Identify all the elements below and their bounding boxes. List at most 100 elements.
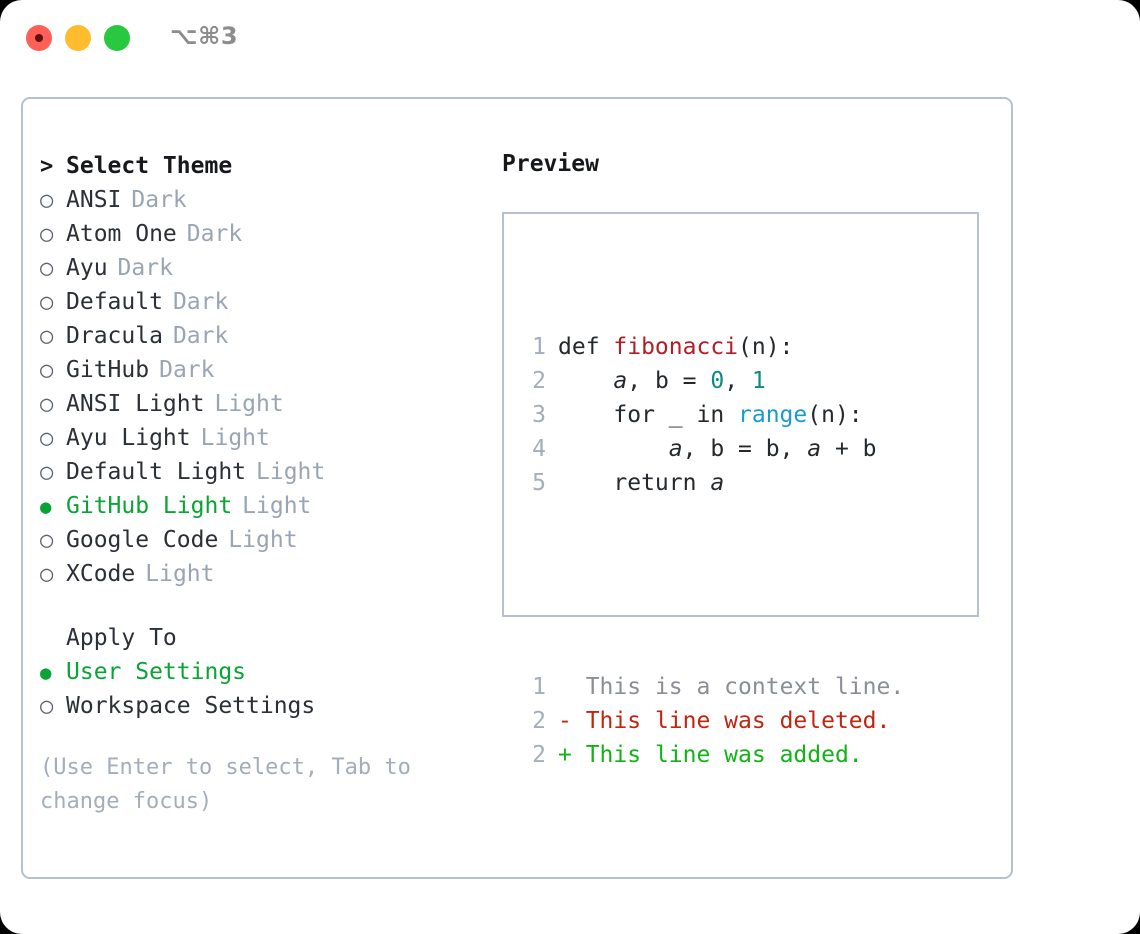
code-line-text: a, b = 0, 1 bbox=[558, 364, 766, 398]
apply-to-list: ● User Settings ○Workspace Settings bbox=[40, 655, 500, 723]
apply-to-option-user-settings[interactable]: ● User Settings bbox=[40, 655, 500, 689]
theme-option-label: ANSI Light bbox=[66, 391, 205, 417]
radio-unselected-icon: ○ bbox=[40, 222, 54, 247]
theme-option-tag: Light bbox=[145, 561, 215, 587]
theme-option-label: Atom One bbox=[66, 221, 177, 247]
preview-heading: Preview bbox=[502, 151, 599, 177]
code-blank-line bbox=[516, 568, 904, 602]
code-line: 5 return a bbox=[516, 466, 904, 500]
radio-unselected-icon: ○ bbox=[40, 460, 54, 485]
code-token-fn: fibonacci bbox=[613, 334, 739, 360]
diff-line-number: 2 bbox=[532, 742, 546, 768]
keyboard-hint-text: (Use Enter to select, Tab to change focu… bbox=[40, 755, 425, 814]
code-line-number: 3 bbox=[532, 402, 546, 428]
code-token-plain: , bbox=[724, 368, 752, 394]
section-spacer bbox=[40, 591, 500, 621]
theme-option-tag: Dark bbox=[172, 323, 229, 349]
code-line-text: a, b = b, a + b bbox=[558, 432, 877, 466]
code-line-number: 2 bbox=[532, 368, 546, 394]
code-line: 4 a, b = b, a + b bbox=[516, 432, 904, 466]
radio-unselected-icon: ○ bbox=[40, 694, 54, 719]
code-token-plain: for _ in bbox=[558, 402, 739, 428]
radio-unselected-icon: ○ bbox=[40, 528, 54, 553]
code-token-num: 1 bbox=[751, 368, 766, 394]
diff-line-deleted: 2- This line was deleted. bbox=[516, 704, 904, 738]
code-token-plain: (n): bbox=[807, 402, 863, 428]
radio-selected-icon: ● bbox=[40, 662, 52, 684]
code-line-number: 5 bbox=[532, 470, 546, 496]
diff-sign: - bbox=[558, 708, 572, 734]
code-line: 2 a, b = 0, 1 bbox=[516, 364, 904, 398]
diff-line-text: This line was deleted. bbox=[571, 708, 891, 734]
theme-option-tag: Dark bbox=[131, 187, 187, 213]
select-theme-heading: > Select Theme bbox=[40, 149, 500, 183]
theme-option-tag: Light bbox=[200, 425, 270, 451]
radio-unselected-icon: ○ bbox=[40, 562, 54, 587]
zoom-button[interactable] bbox=[104, 25, 130, 51]
theme-option-atom-one[interactable]: ○ Atom One Dark bbox=[40, 217, 500, 251]
radio-unselected-icon: ○ bbox=[40, 358, 54, 383]
code-token-plain: return bbox=[558, 470, 711, 496]
apply-to-option-workspace-settings[interactable]: ○Workspace Settings bbox=[40, 689, 500, 723]
code-token-num: 0 bbox=[710, 368, 725, 394]
apply-to-option-label: User Settings bbox=[66, 659, 247, 685]
diff-sign bbox=[558, 670, 572, 704]
theme-option-ansi[interactable]: ○ ANSI Dark bbox=[40, 183, 500, 217]
minimize-button[interactable] bbox=[65, 25, 91, 51]
select-theme-heading-label: Select Theme bbox=[66, 153, 233, 179]
close-button[interactable] bbox=[26, 25, 52, 51]
theme-option-label: GitHub Light bbox=[66, 493, 233, 519]
code-token-plain bbox=[558, 368, 613, 394]
window-controls bbox=[26, 25, 130, 51]
theme-option-label: Google Code bbox=[66, 527, 219, 553]
code-token-plain: = bbox=[668, 368, 711, 394]
radio-unselected-icon: ○ bbox=[40, 188, 54, 213]
theme-option-tag: Dark bbox=[117, 255, 173, 281]
code-token-var: a bbox=[613, 368, 628, 394]
theme-option-github-light[interactable]: ● GitHub Light Light bbox=[40, 489, 500, 523]
theme-option-label: Ayu bbox=[66, 255, 108, 281]
theme-option-tag: Dark bbox=[186, 221, 243, 247]
radio-selected-icon: ● bbox=[40, 496, 52, 518]
prompt-caret-icon: > bbox=[40, 154, 54, 179]
code-token-plain: , b = b, bbox=[682, 436, 808, 462]
title-bar: ⌥⌘3 bbox=[0, 0, 1140, 78]
keyboard-shortcut-label: ⌥⌘3 bbox=[170, 22, 239, 50]
code-token-var: a bbox=[668, 436, 683, 462]
code-line: 3 for _ in range(n): bbox=[516, 398, 904, 432]
radio-unselected-icon: ○ bbox=[40, 290, 54, 315]
code-token-plain: (n): bbox=[738, 334, 794, 360]
code-token-var: a bbox=[807, 436, 822, 462]
theme-option-label: GitHub bbox=[66, 357, 150, 383]
theme-option-tag: Light bbox=[242, 493, 312, 519]
diff-line-number: 1 bbox=[532, 674, 546, 700]
theme-option-label: ANSI bbox=[66, 187, 122, 213]
diff-line-text: This is a context line. bbox=[571, 674, 905, 700]
code-line-text: def fibonacci(n): bbox=[558, 330, 793, 364]
code-token-plain: , bbox=[627, 368, 655, 394]
code-line-text: for _ in range(n): bbox=[558, 398, 863, 432]
code-token-var: a bbox=[710, 470, 725, 496]
code-token-plain: b bbox=[654, 368, 669, 394]
code-line-text: return a bbox=[558, 466, 724, 500]
apply-to-heading: Apply To bbox=[66, 625, 177, 651]
theme-option-tag: Light bbox=[214, 391, 284, 417]
